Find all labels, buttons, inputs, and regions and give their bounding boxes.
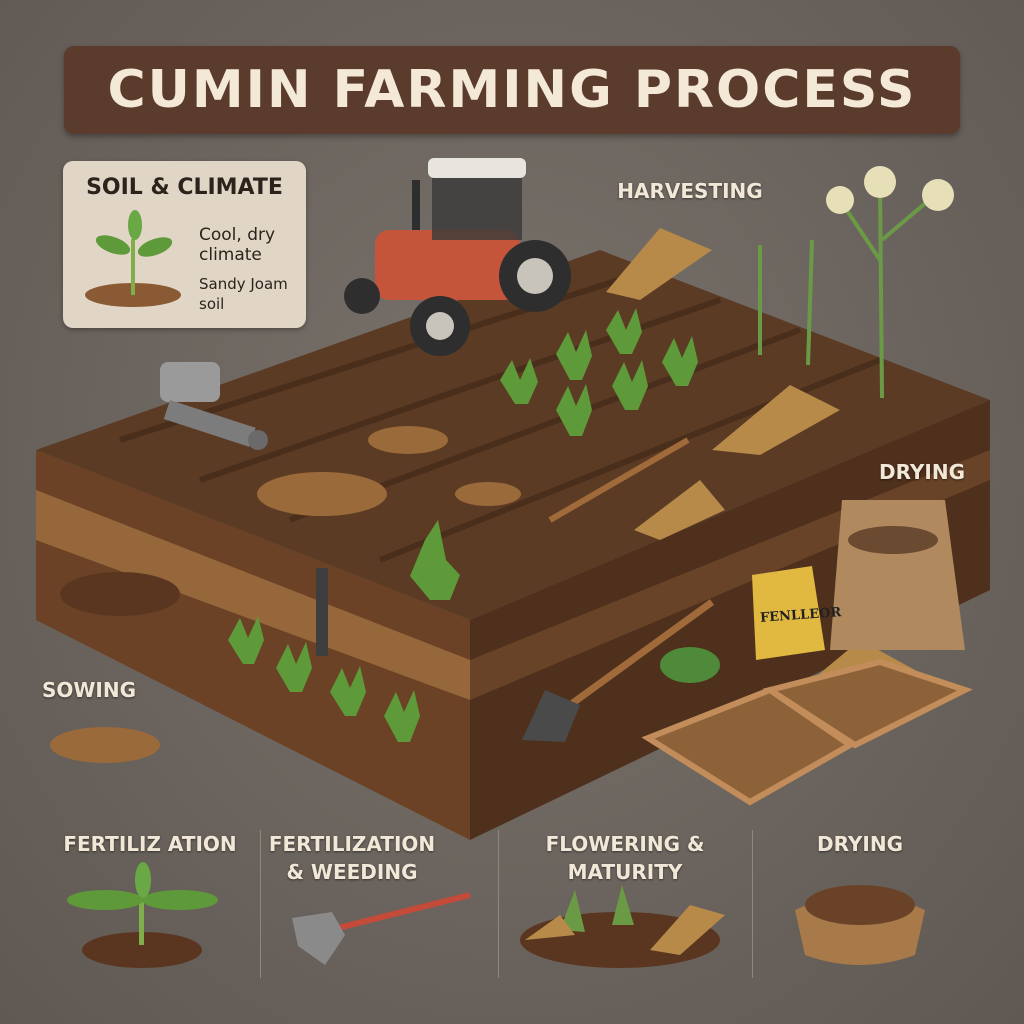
soil-mound bbox=[60, 572, 180, 616]
climate-text: Cool, dry climate bbox=[199, 225, 276, 265]
divider bbox=[260, 830, 261, 978]
flowering-plants-icon bbox=[520, 885, 725, 968]
label-harvesting: HARVESTING bbox=[617, 179, 763, 203]
page-title: CUMIN FARMING PROCESS bbox=[107, 60, 917, 120]
label-sowing: SOWING bbox=[41, 678, 137, 702]
seed-pile bbox=[50, 727, 160, 763]
divider bbox=[498, 830, 499, 978]
seed-pile bbox=[368, 426, 448, 454]
drying-bowl-icon bbox=[795, 885, 925, 965]
shovel-icon bbox=[522, 690, 580, 742]
seedling-icon bbox=[67, 862, 218, 968]
fertilizer-bag bbox=[752, 566, 825, 660]
soil-text: Sandy Joam soil bbox=[199, 275, 288, 313]
mature-cumin-plants bbox=[758, 184, 937, 399]
seed-pile bbox=[257, 472, 387, 516]
label-drying-scene: DRYING bbox=[879, 460, 965, 484]
soil-climate-card: SOIL & CLIMATE Cool, dry climate Sandy J… bbox=[63, 161, 306, 328]
hoe-icon bbox=[292, 892, 471, 965]
drying-tray bbox=[762, 658, 973, 749]
burlap-sack bbox=[830, 500, 965, 650]
tractor-icon bbox=[344, 158, 571, 356]
seed-pile bbox=[455, 482, 521, 506]
step-label-fertilization: FERTILIZ ATION bbox=[63, 832, 237, 856]
leaf-icon bbox=[660, 647, 720, 683]
step-label-fertilization-weeding: FERTILIZATION & WEEDING bbox=[268, 832, 436, 884]
shovel-handle bbox=[567, 599, 715, 708]
seedling-icon bbox=[85, 210, 181, 307]
step-label-drying: DRYING bbox=[817, 832, 903, 856]
young-plants bbox=[228, 308, 698, 742]
hoe-icon bbox=[548, 437, 690, 523]
seed-drill-icon bbox=[160, 362, 268, 450]
divider bbox=[752, 830, 753, 978]
title-banner: CUMIN FARMING PROCESS bbox=[64, 46, 960, 134]
step-label-flowering-maturity: FLOWERING & MATURITY bbox=[545, 832, 705, 884]
sprinkler-icon bbox=[316, 568, 328, 656]
soil-climate-heading: SOIL & CLIMATE bbox=[86, 175, 283, 200]
